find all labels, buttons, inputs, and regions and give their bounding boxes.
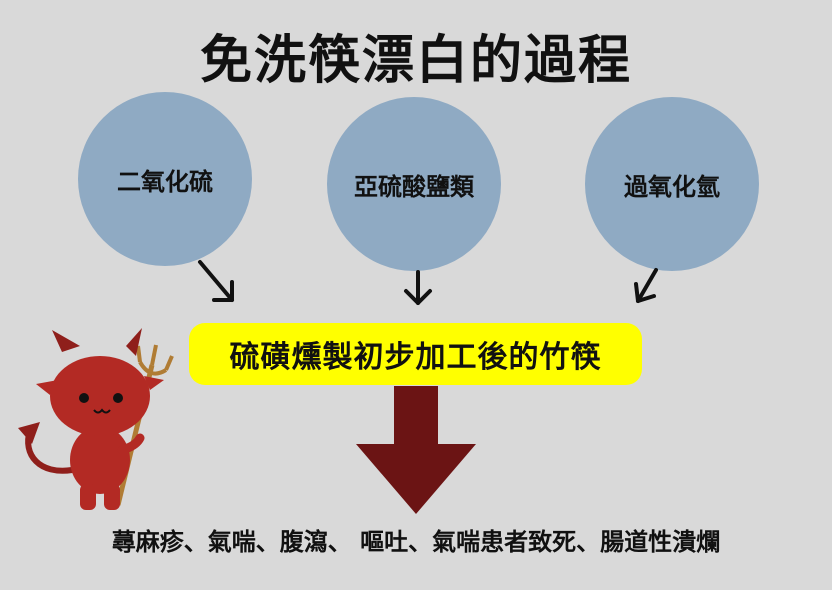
source-circle-sulfur-dioxide: 二氧化硫 (78, 92, 252, 266)
source-label: 過氧化氫 (624, 172, 720, 201)
source-circle-sulfites: 亞硫酸鹽類 (327, 97, 501, 271)
health-effects-text: 蕁麻疹、氣喘、腹瀉、 嘔吐、氣喘患者致死、腸道性潰爛 (111, 528, 721, 556)
diagram-title: 免洗筷漂白的過程 (199, 31, 632, 91)
source-circle-hydrogen-peroxide: 過氧化氫 (585, 97, 759, 271)
source-label: 二氧化硫 (117, 167, 213, 196)
source-label: 亞硫酸鹽類 (354, 172, 474, 201)
arrow-from-sulfites (404, 270, 432, 305)
process-box: 硫磺燻製初步加工後的竹筷 (189, 323, 642, 385)
arrow-from-hydrogen-peroxide (634, 268, 658, 303)
process-label: 硫磺燻製初步加工後的竹筷 (229, 340, 602, 375)
big-down-arrow (356, 386, 476, 514)
arrow-from-sulfur-dioxide (198, 260, 234, 302)
devil-mascot-icon (18, 328, 174, 510)
